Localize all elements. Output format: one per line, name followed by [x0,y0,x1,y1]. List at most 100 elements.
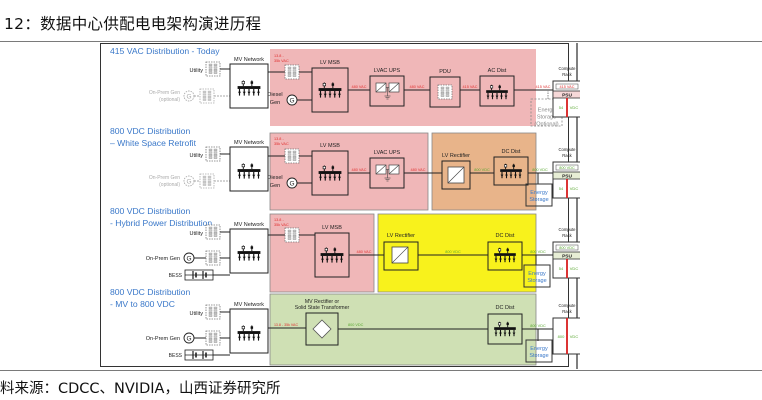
utility-transformer-icon [205,304,221,320]
feeder-arrow [252,256,256,260]
feeder-arrow [252,91,256,95]
transformer-coil [213,69,218,72]
transformer-coil [292,74,297,77]
bess-battery-icon [184,269,214,281]
energy-storage-box [523,264,551,288]
transformer-coil [213,229,218,232]
transformer-coil [202,183,207,186]
utility-label: Utility [190,68,204,74]
gen-transformer-icon [205,250,221,266]
compute-rack-label: Compute [559,147,577,152]
mv-network-box [229,308,269,354]
transformer-coil [287,153,292,156]
transformer-coil [208,229,213,232]
breaker-closed [506,322,509,326]
transformer-coil [440,89,445,92]
utility-label: Utility [190,153,204,159]
diesel-generator-icon: G [286,94,298,106]
transformer-coil [208,312,213,315]
lvac-ups-label: LVAC UPS [374,68,401,74]
energy-storage-label: Storage [529,197,548,203]
feeder-arrow [247,336,251,340]
transformer-coil [208,340,213,343]
feeder-arrow [256,336,261,340]
breaker-open [241,81,245,85]
transformer-coil [287,72,292,75]
transformer-coil [202,181,207,184]
transformer-coil [202,175,207,178]
breaker-closed [331,166,335,169]
mv-lv-transformer-icon [284,227,300,243]
compute-rack-label: Rack [562,309,572,314]
breaker-closed [250,246,254,249]
transformer-coil [292,72,297,75]
feeder-arrow [323,176,327,180]
feeder-arrow [491,95,494,98]
transformer-coil [287,158,292,161]
transformer-coil [208,71,213,74]
psu-label: PSU [562,174,572,180]
lv-msb-switchgear-icon [318,165,342,181]
bus-bar [318,88,342,91]
feeder-arrow [242,256,246,260]
transformer-coil [202,90,207,93]
feeder-arrow [499,258,502,261]
rack-voltage-label: VDC [570,105,579,110]
transformer-coil [213,306,218,309]
transformer-coil [213,332,218,335]
rack-voltage-label: 54 [559,266,564,271]
feeder-arrow [512,258,516,261]
transformer-coil [208,306,213,309]
transformer-coil [208,234,213,237]
feeder-arrow [500,95,503,98]
voltage-label: 480 VAC [357,250,372,254]
energy-storage-label: Energy [538,108,556,114]
breaker-open [241,164,245,168]
ups-inverter-diag [388,164,400,175]
transformer-coil [213,226,218,229]
section-subtitle: - Hybrid Power Distribution [110,218,212,228]
compute-rack-label: Compute [559,227,577,232]
transformer-coil [292,150,297,153]
rack-voltage-label: 54 [559,105,564,110]
on-prem-gen-label: On-Prem Gen [146,336,180,342]
feeder-arrow [252,174,256,178]
rack-voltage-label: VDC [570,334,579,339]
voltage-label: 800 VDC [532,168,548,172]
feeder-arrow [323,93,327,97]
lv-msb-label: LV MSB [320,60,340,66]
bess-battery-icon [184,349,214,361]
energy-storage-box [525,183,553,207]
mv-voltage-label: 13.8 - [274,54,284,58]
dc-dist-label: DC Dist [502,149,521,155]
voltage-label: 800 VDC [474,168,490,172]
mv-lv-transformer-icon [284,148,300,164]
mv-voltage-label: 35k VAC [274,223,289,227]
utility-transformer-icon [205,224,221,240]
section-title: 800 VDC Distribution [110,126,190,136]
feeder-arrow [486,95,490,98]
dc-dist-label: DC Dist [496,233,515,239]
utility-label: Utility [190,311,204,317]
utility-transformer-icon [205,61,221,77]
on-prem-generator-icon: G [183,252,195,264]
mv-network-box [229,63,269,109]
transformer-coil [208,260,213,263]
feeder-arrow [337,176,342,180]
feeder-arrow [508,258,511,261]
lv-msb-switchgear-icon [318,82,342,98]
diesel-generator-icon: G [286,177,298,189]
compute-rack-label: Rack [562,233,572,238]
dc-dist-label: DC Dist [496,305,515,311]
bottom-rule [0,370,762,371]
transformer-coil [213,63,218,66]
energy-storage-label: Energy [530,346,548,352]
transformer-coil [440,92,445,95]
transformer-coil [213,151,218,154]
mv-switchgear-icon [237,80,261,96]
diesel-gen-label: Gen [270,183,280,189]
energy-storage-label: Storage [537,115,556,121]
feeder-arrow [256,174,261,178]
bess-label: BESS [169,353,183,359]
transformer-coil [208,69,213,72]
